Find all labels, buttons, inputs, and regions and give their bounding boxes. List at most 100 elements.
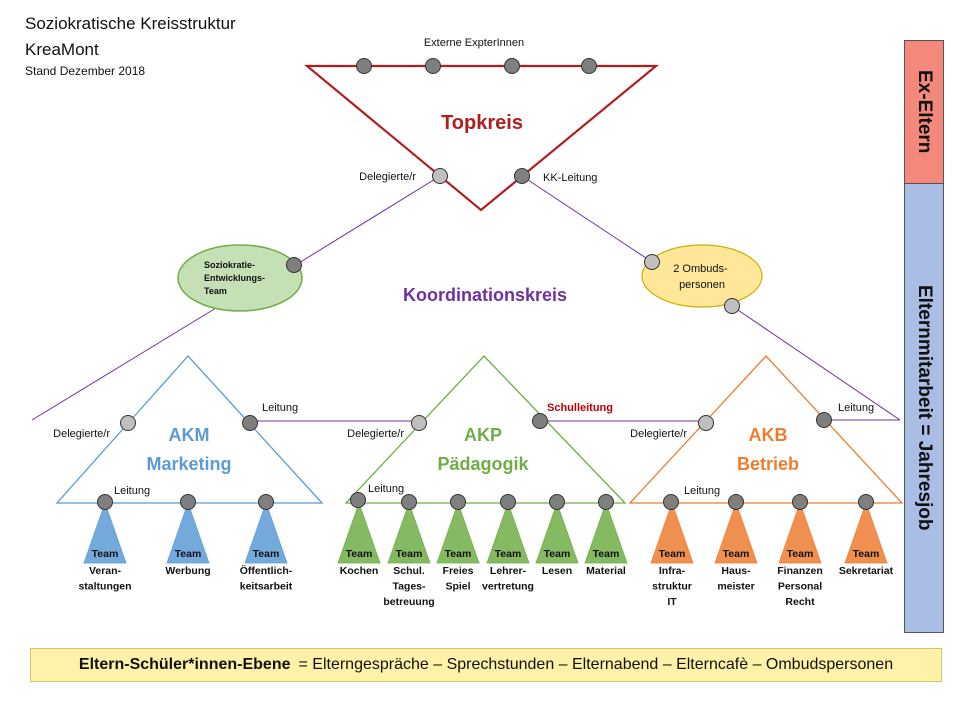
organisation-name: KreaMont — [25, 40, 99, 59]
team-node — [450, 494, 466, 510]
team-node — [180, 494, 196, 510]
ex-parents-bar: Ex-Eltern — [904, 40, 944, 184]
ombudsperson-node — [644, 254, 660, 270]
topkreis-delegate-label: Delegierte/r — [359, 171, 416, 183]
team-node — [858, 494, 874, 510]
team-name: struktur — [652, 581, 692, 593]
akb-delegate-node — [698, 415, 714, 431]
team-badge: Team — [253, 548, 280, 560]
parent-work-label: Elternmitarbeit = Jahresjob — [914, 285, 935, 531]
akb-inner-leader-label: Leitung — [684, 485, 720, 497]
team-name: Finanzen — [777, 565, 823, 577]
team-triangle — [486, 501, 530, 564]
team-triangle — [650, 501, 694, 564]
team-triangle — [584, 501, 628, 564]
team-badge: Team — [175, 548, 202, 560]
topkreis-title: Topkreis — [441, 112, 523, 134]
team-node — [792, 494, 808, 510]
team-badge: Team — [853, 548, 880, 560]
team-name: Recht — [785, 596, 815, 608]
team-badge: Team — [544, 548, 571, 560]
kk-leitung-label: KK-Leitung — [543, 172, 597, 184]
external-expert-node — [581, 58, 597, 74]
parent-student-level-text: = Elterngespräche – Sprechstunden – Elte… — [298, 656, 894, 673]
connector-line — [31, 307, 217, 421]
external-expert-node — [504, 58, 520, 74]
external-expert-node — [356, 58, 372, 74]
team-name: Schul. — [393, 565, 425, 577]
akp-inner-leader-label: Leitung — [368, 483, 404, 495]
ombudspersons-label: 2 Ombuds- personen — [673, 263, 730, 291]
parent-student-level-label: Eltern-Schüler*innen-Ebene — [78, 656, 291, 673]
team-badge: Team — [495, 548, 522, 560]
team-name: staltungen — [78, 581, 131, 593]
team-triangle — [714, 501, 758, 564]
connector-line — [521, 175, 653, 263]
akb-circle-triangle — [628, 355, 904, 504]
team-triangle — [337, 501, 381, 564]
team-badge: Team — [92, 548, 119, 560]
team-triangle — [83, 501, 127, 564]
team-name: Öffentlich- — [240, 564, 293, 577]
team-name: Infra- — [659, 565, 686, 577]
team-name: Veran- — [89, 565, 122, 577]
team-name: Lehrer- — [490, 565, 527, 577]
team-triangle — [166, 501, 210, 564]
akp-abbrev: AKP — [464, 425, 502, 445]
team-name: keitsarbeit — [240, 581, 293, 593]
akp-inner-leader-node — [350, 492, 366, 508]
team-name: Personal — [778, 581, 822, 593]
team-node — [500, 494, 516, 510]
team-name: meister — [717, 581, 754, 593]
external-experts-label: Externe ExpterInnen — [424, 37, 524, 49]
akm-inner-leader-node — [97, 494, 113, 510]
team-badge: Team — [787, 548, 814, 560]
topkreis-triangle — [303, 64, 660, 212]
team-triangle — [778, 501, 822, 564]
team-triangle — [844, 501, 888, 564]
akb-delegate-label: Delegierte/r — [630, 428, 687, 440]
team-name: Werbung — [165, 565, 210, 577]
team-name: Freies — [443, 565, 474, 577]
date-label: Stand Dezember 2018 — [25, 64, 146, 78]
akb-leader-label: Leitung — [838, 402, 874, 414]
connector-line — [293, 175, 441, 267]
akp-delegate-label: Delegierte/r — [347, 428, 404, 440]
kk-leitung-node — [514, 168, 530, 184]
akb-leader-node — [816, 412, 832, 428]
team-name: Tages- — [392, 581, 426, 593]
akb-inner-leader-node — [663, 494, 679, 510]
team-node — [598, 494, 614, 510]
parent-work-bar: Elternmitarbeit = Jahresjob — [904, 183, 944, 633]
team-name: Sekretariat — [839, 565, 894, 577]
sociocracy-team-ellipse — [177, 244, 303, 312]
team-triangle — [535, 501, 579, 564]
team-node — [549, 494, 565, 510]
sociocracy-team-label: Soziokratie- Entwicklungs- Team — [204, 260, 268, 296]
akp-delegate-node — [411, 415, 427, 431]
team-node — [728, 494, 744, 510]
team-badge: Team — [723, 548, 750, 560]
topkreis-delegate-node — [432, 168, 448, 184]
akb-abbrev: AKB — [749, 425, 788, 445]
akm-abbrev: AKM — [169, 425, 210, 445]
akm-delegate-label: Delegierte/r — [53, 428, 110, 440]
team-node — [258, 494, 274, 510]
ombudspersons-ellipse — [641, 244, 763, 308]
ex-parents-label: Ex-Eltern — [914, 70, 935, 154]
akp-leader-node — [532, 413, 548, 429]
team-name: Haus- — [721, 565, 751, 577]
akp-title: Pädagogik — [437, 454, 529, 474]
external-expert-node — [425, 58, 441, 74]
team-name: Spiel — [445, 581, 470, 593]
akb-title: Betrieb — [737, 454, 799, 474]
diagram-title: Soziokratische Kreisstruktur — [25, 14, 236, 33]
team-name: IT — [667, 596, 677, 608]
akm-delegate-node — [120, 415, 136, 431]
team-badge: Team — [445, 548, 472, 560]
team-triangle — [436, 501, 480, 564]
akm-title: Marketing — [146, 454, 231, 474]
team-badge: Team — [593, 548, 620, 560]
akm-leader-label: Leitung — [262, 402, 298, 414]
